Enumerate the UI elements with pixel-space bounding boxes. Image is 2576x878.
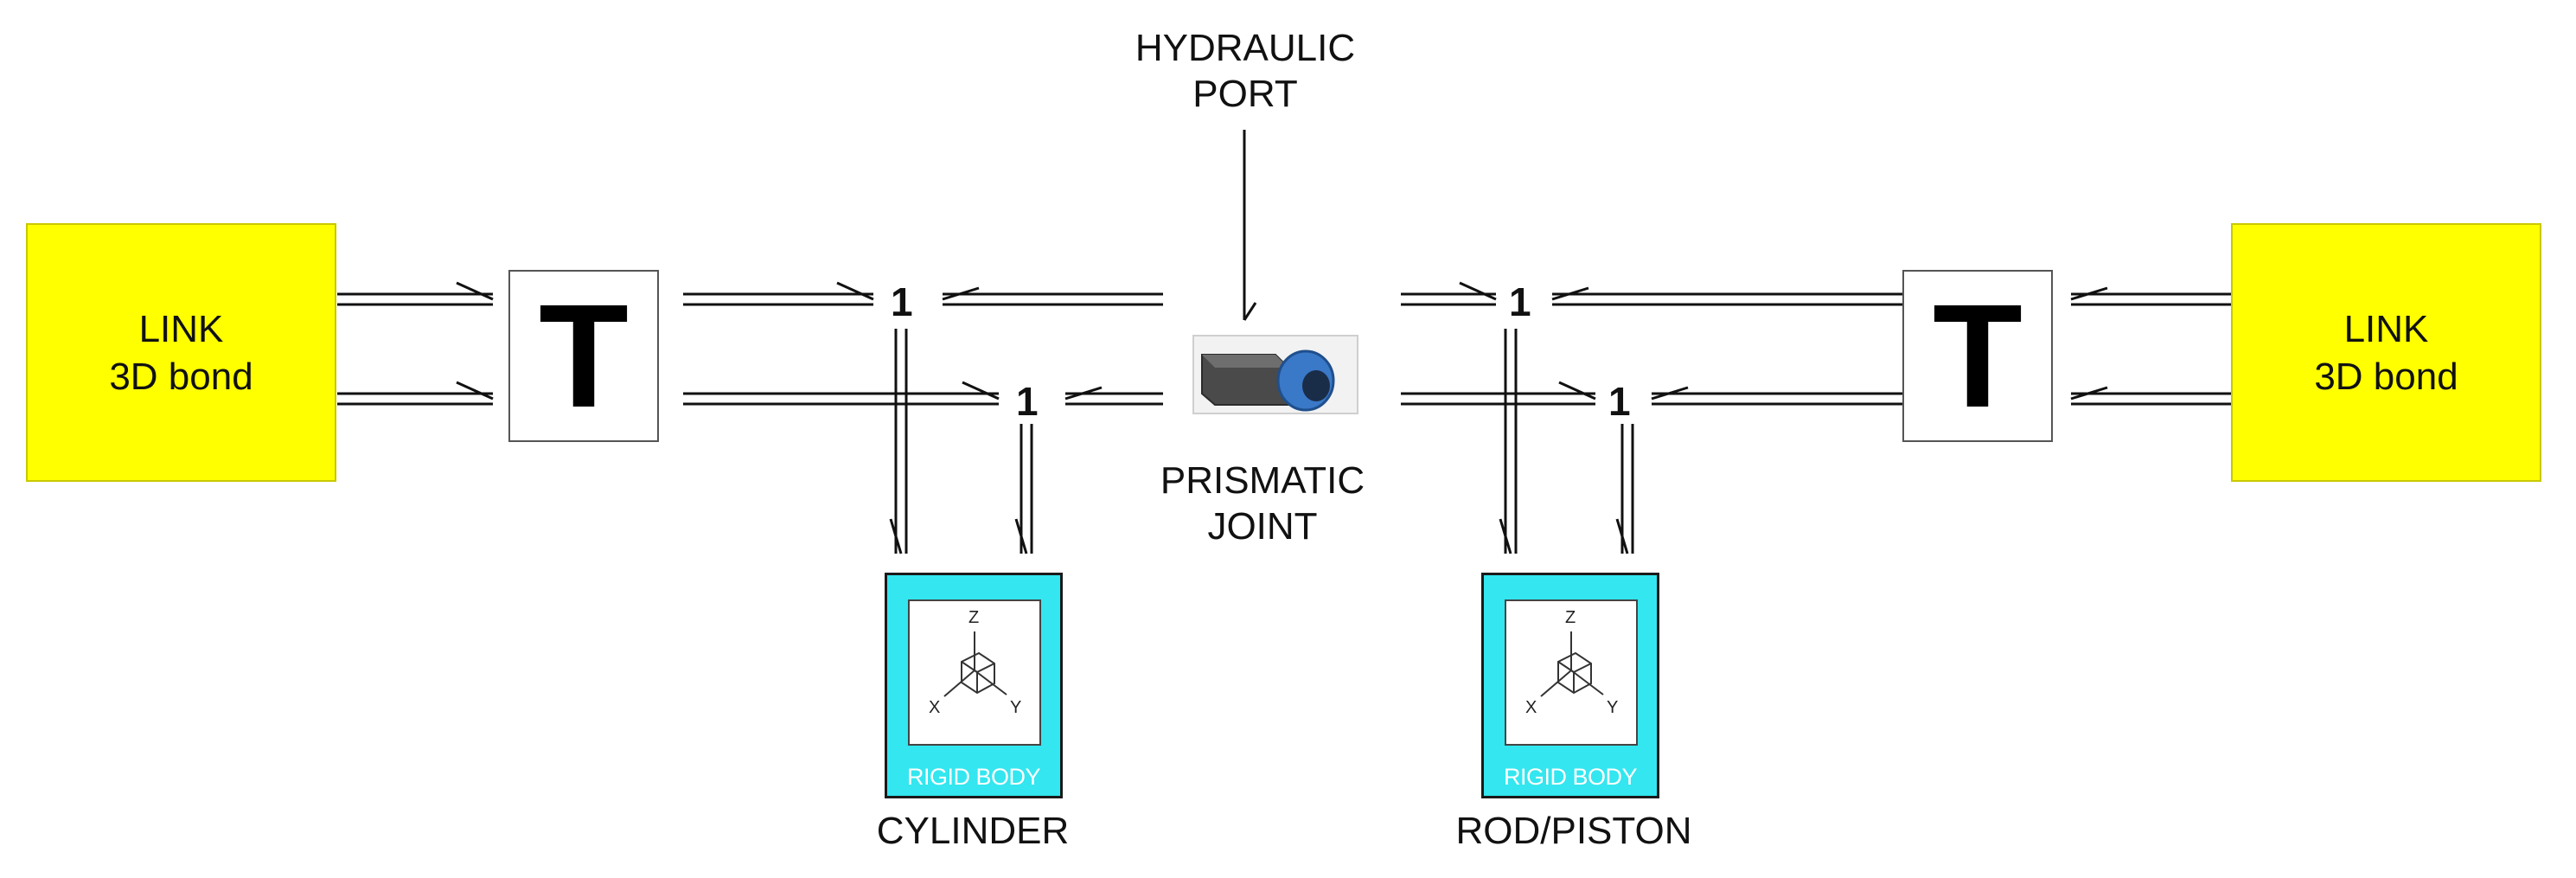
one-junction-1: 1 bbox=[891, 279, 913, 324]
axes-frame: Z X Y bbox=[1505, 599, 1638, 746]
axes-icon bbox=[1540, 631, 1604, 697]
axes-frame: Z X Y bbox=[908, 599, 1041, 746]
link-right-title: LINK bbox=[2343, 307, 2429, 350]
bond-joint-to-junction-1 bbox=[942, 286, 1163, 306]
hydraulic-port-line2: PORT bbox=[1192, 72, 1298, 115]
prismatic-joint-caption: PRISMATIC JOINT bbox=[1124, 458, 1401, 550]
link-3d-bond-right: LINK 3D bond bbox=[2231, 223, 2541, 482]
transformer-left: T bbox=[508, 270, 659, 442]
hydraulic-port-line bbox=[1243, 130, 1257, 321]
axis-z-label: Z bbox=[968, 608, 980, 627]
one-junction-4: 1 bbox=[1608, 379, 1631, 424]
bond-t-left-to-junction-1 bbox=[683, 281, 874, 306]
axis-y-label: Y bbox=[1607, 698, 1619, 717]
rigid-body-label: RIGID BODY bbox=[906, 764, 1041, 790]
bond-junction-2-to-cylinder bbox=[1014, 424, 1033, 554]
link-3d-bond-left: LINK 3D bond bbox=[26, 223, 336, 482]
link-left-subtitle: 3D bond bbox=[109, 355, 253, 398]
bond-t-left-to-junction-2 bbox=[683, 381, 1000, 406]
axes-icon bbox=[943, 631, 1007, 697]
axis-x-label: X bbox=[1525, 698, 1537, 717]
rigid-body-rod-piston: Z X Y RIGID BODY bbox=[1481, 573, 1659, 798]
rod-piston-caption: ROD/PISTON bbox=[1455, 810, 1692, 852]
hydraulic-port-line1: HYDRAULIC bbox=[1135, 27, 1356, 69]
bond-joint-to-junction-3 bbox=[1401, 281, 1497, 306]
one-junction-2: 1 bbox=[1016, 379, 1039, 424]
bond-link-left-to-t-upper bbox=[337, 281, 494, 306]
bond-t-right-to-link-lower bbox=[2070, 386, 2231, 406]
transformer-right: T bbox=[1902, 270, 2053, 442]
bond-junction-3-to-t-right bbox=[1551, 286, 1902, 306]
axis-x-label: X bbox=[929, 698, 941, 717]
rigid-body-cylinder: Z X Y RIGID BODY bbox=[885, 573, 1063, 798]
bond-joint-to-junction-4 bbox=[1401, 381, 1596, 406]
one-junction-3: 1 bbox=[1509, 279, 1531, 324]
link-left-title: LINK bbox=[138, 307, 224, 350]
bond-junction-3-to-rod bbox=[1499, 329, 1518, 554]
prismatic-joint-line2: JOINT bbox=[1207, 504, 1318, 548]
bond-joint-to-junction-2 bbox=[1064, 386, 1163, 406]
prismatic-joint-icon bbox=[1192, 335, 1358, 414]
cylinder-caption: CYLINDER bbox=[876, 810, 1070, 852]
link-right-subtitle: 3D bond bbox=[2314, 355, 2458, 398]
rigid-body-label: RIGID BODY bbox=[1503, 764, 1638, 790]
bond-t-right-to-link-upper bbox=[2070, 286, 2231, 306]
axis-y-label: Y bbox=[1010, 698, 1022, 717]
bond-junction-4-to-t-right bbox=[1651, 386, 1902, 406]
bond-junction-4-to-rod bbox=[1615, 424, 1634, 554]
axis-z-label: Z bbox=[1565, 608, 1576, 627]
hydraulic-port-caption: HYDRAULIC PORT bbox=[1090, 26, 1401, 118]
bond-junction-1-to-cylinder bbox=[889, 329, 908, 554]
bond-link-left-to-t-lower bbox=[337, 381, 494, 406]
prismatic-joint-line1: PRISMATIC bbox=[1160, 459, 1365, 502]
